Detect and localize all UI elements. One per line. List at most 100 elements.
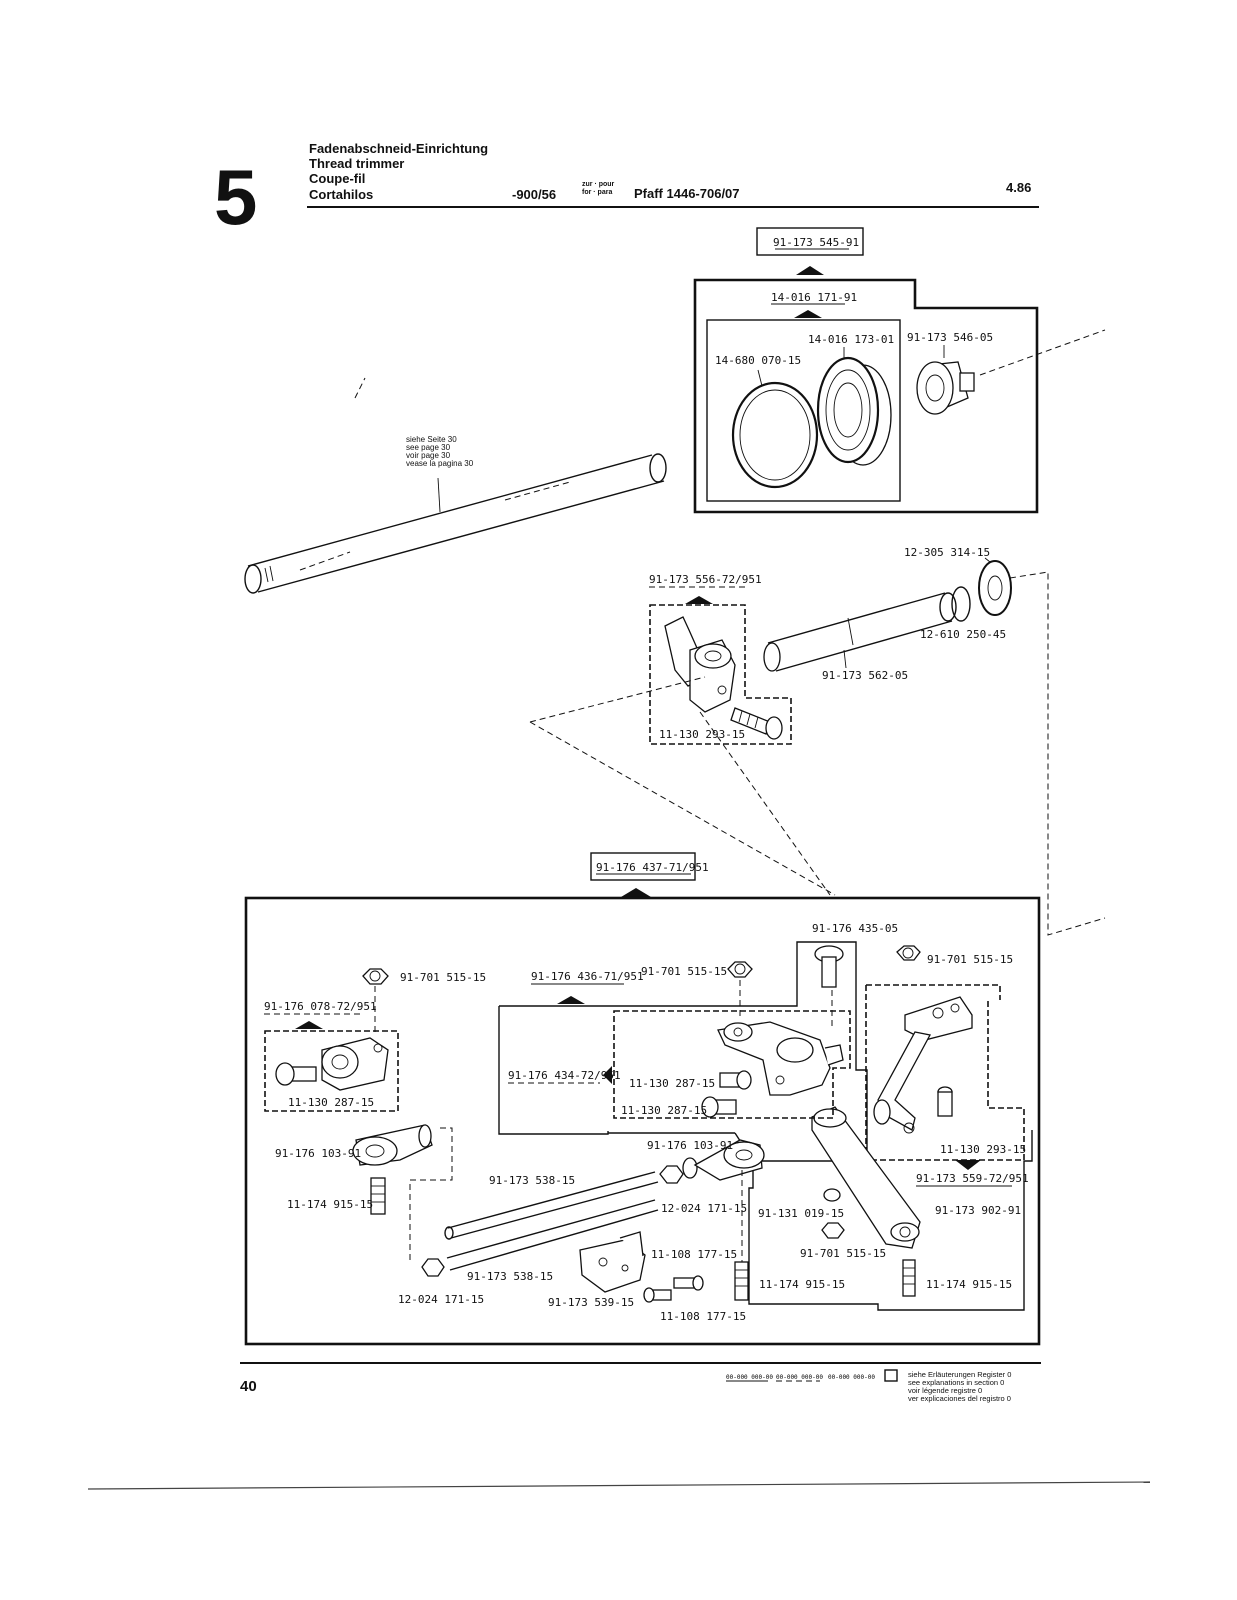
screw-mid-a-part (719, 1070, 752, 1090)
explanation-es: ver explicaciones del registro 0 (908, 1394, 1011, 1403)
screw-bracket-b-part (643, 1287, 672, 1303)
label-91-173-556-72-951: 91-173 556-72/951 (649, 573, 762, 586)
arrow-up-icon (685, 596, 713, 604)
title-english: Thread trimmer (309, 156, 405, 171)
label-11-174-915-15-left: 11-174 915-15 (287, 1198, 373, 1211)
screw-bracket-a-part (673, 1275, 704, 1291)
page-edge-rule (87, 1481, 1151, 1490)
label-12-024-171-15-a: 12-024 171-15 (661, 1202, 747, 1215)
title-french: Coupe-fil (309, 171, 366, 186)
label-91-173-538-15-b: 91-173 538-15 (467, 1270, 553, 1283)
label-14-016-173-01: 14-016 173-01 (808, 333, 894, 346)
threaded-rod-lower-part (446, 1199, 659, 1271)
label-11-108-177-15-a: 11-108 177-15 (651, 1248, 737, 1261)
title-german: Fadenabschneid-Einrichtung (309, 141, 489, 156)
for-label-line-2: for · para (582, 189, 613, 196)
arrow-up-icon (796, 266, 824, 275)
link-bar-part (811, 1106, 921, 1249)
label-91-173-902-91: 91-173 902-91 (935, 1204, 1021, 1217)
label-12-610-250-45: 12-610 250-45 (920, 628, 1006, 641)
rod-end-left-part (352, 1124, 433, 1166)
screw-left-part (275, 1062, 317, 1086)
pin-part (814, 945, 844, 1030)
assembly-box-91-173-545-91 (756, 227, 864, 256)
explanation-en: see explanations in section 0 (908, 1378, 1005, 1387)
snap-ring-part (951, 586, 971, 622)
footer-explanations: siehe Erläuterungen Register 0 see expla… (908, 1371, 1011, 1403)
nut-lower-part (821, 1222, 845, 1239)
label-11-174-915-15-right: 11-174 915-15 (926, 1278, 1012, 1291)
label-14-680-070-15: 14-680 070-15 (715, 354, 801, 367)
footer-code-2: 00-000 000-00 (776, 1374, 823, 1381)
arrow-up-icon (621, 888, 651, 897)
left-clamp-part (321, 1037, 389, 1091)
label-11-130-287-15-left: 11-130 287-15 (288, 1096, 374, 1109)
label-91-173-545-91: 91-173 545-91 (773, 236, 859, 249)
see-page-note: siehe Seite 30 see page 30 voir page 30 … (406, 436, 473, 468)
label-91-176-436-71-951: 91-176 436-71/951 (531, 970, 644, 983)
long-shaft-part (244, 453, 667, 594)
arrow-up-icon (794, 310, 822, 318)
label-91-176-078-72-951: 91-176 078-72/951 (264, 1000, 377, 1013)
frame-drive-assembly (499, 941, 1033, 1311)
crank-part (717, 1021, 844, 1096)
leader-line (529, 721, 836, 896)
label-91-131-019-15: 91-131 019-15 (758, 1207, 844, 1220)
label-12-024-171-15-b: 12-024 171-15 (398, 1293, 484, 1306)
for-label: zur · pour for · para (582, 181, 614, 197)
footer-legend-box (884, 1369, 898, 1382)
label-12-305-314-15: 12-305 314-15 (904, 546, 990, 559)
leader-line (354, 377, 366, 399)
explanation-fr: voir légende registre 0 (908, 1386, 983, 1395)
label-91-173-559-72-951: 91-173 559-72/951 (916, 1172, 1029, 1185)
clamp-lever-part (664, 616, 736, 713)
label-91-176-434-72-951: 91-176 434-72/951 (508, 1069, 621, 1082)
nut-rod-left-part (421, 1258, 445, 1277)
label-11-130-293-15-right: 11-130 293-15 (940, 1143, 1026, 1156)
label-91-701-515-15-low: 91-701 515-15 (800, 1247, 886, 1260)
leader-line (1009, 571, 1106, 936)
label-91-173-539-15: 91-173 539-15 (548, 1296, 634, 1309)
label-91-173-546-05: 91-173 546-05 (907, 331, 993, 344)
stud-right-part (902, 1259, 916, 1297)
header-rule (307, 206, 1039, 208)
label-14-016-171-91: 14-016 171-91 (771, 291, 857, 304)
section-number: 5 (214, 153, 258, 241)
bushing-part (916, 345, 975, 415)
ball-bearing-part (816, 347, 892, 466)
frame-lever-assembly (865, 984, 1025, 1161)
short-shaft-part (763, 592, 957, 672)
footer-code-3: 00-000 000-00 (828, 1374, 875, 1381)
frame-bearing-assembly (693, 278, 1039, 514)
nut-rod-part (659, 1157, 698, 1184)
screw-mid-b-part (701, 1096, 737, 1118)
frame-crank-assembly (613, 1010, 851, 1119)
arrow-up-icon (557, 996, 585, 1004)
leader-line (529, 676, 706, 723)
stud-mid-part (734, 1261, 749, 1301)
footer-code-1: 00-000 000-00 (726, 1374, 773, 1381)
nut-right-part (896, 945, 921, 961)
frame-left-clamp (264, 1030, 399, 1112)
frame-trimmer-assembly (244, 896, 1041, 1346)
bracket-part (579, 1231, 646, 1293)
screw-right-part (937, 1086, 953, 1117)
rod-end-mid-part (693, 1139, 765, 1181)
retaining-ring-part (731, 369, 819, 489)
threaded-rod-upper-part (444, 1171, 659, 1240)
see-page-note-fr: voir page 30 (406, 451, 451, 460)
label-91-701-515-15-right: 91-701 515-15 (927, 953, 1013, 966)
stud-left-part (370, 1177, 386, 1215)
model-code: -900/56 (512, 187, 557, 202)
for-label-line-1: zur · pour (582, 181, 615, 188)
page-number: 40 (240, 1378, 257, 1395)
label-91-176-103-91-left: 91-176 103-91 (275, 1147, 361, 1160)
label-91-176-437-71-951: 91-176 437-71/951 (596, 861, 709, 874)
see-page-note-de: siehe Seite 30 (406, 435, 457, 444)
see-page-note-es: vease la pagina 30 (406, 459, 474, 468)
assembly-box-91-176-437-71-951 (590, 852, 696, 881)
washer-part (978, 557, 1012, 616)
arrow-up-icon (295, 1021, 323, 1029)
frame-bearing-inner (706, 319, 901, 502)
